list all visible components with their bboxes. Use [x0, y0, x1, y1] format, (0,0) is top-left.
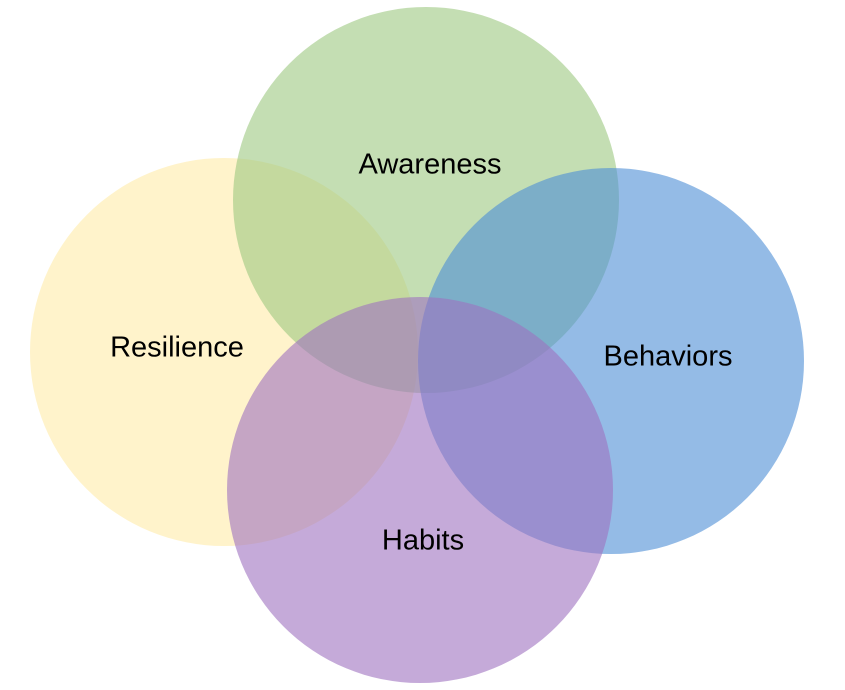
awareness-label: Awareness: [359, 149, 502, 181]
habits-label: Habits: [382, 525, 464, 557]
habits-circle: [227, 297, 613, 683]
behaviors-label: Behaviors: [604, 341, 733, 373]
resilience-label: Resilience: [110, 332, 244, 364]
